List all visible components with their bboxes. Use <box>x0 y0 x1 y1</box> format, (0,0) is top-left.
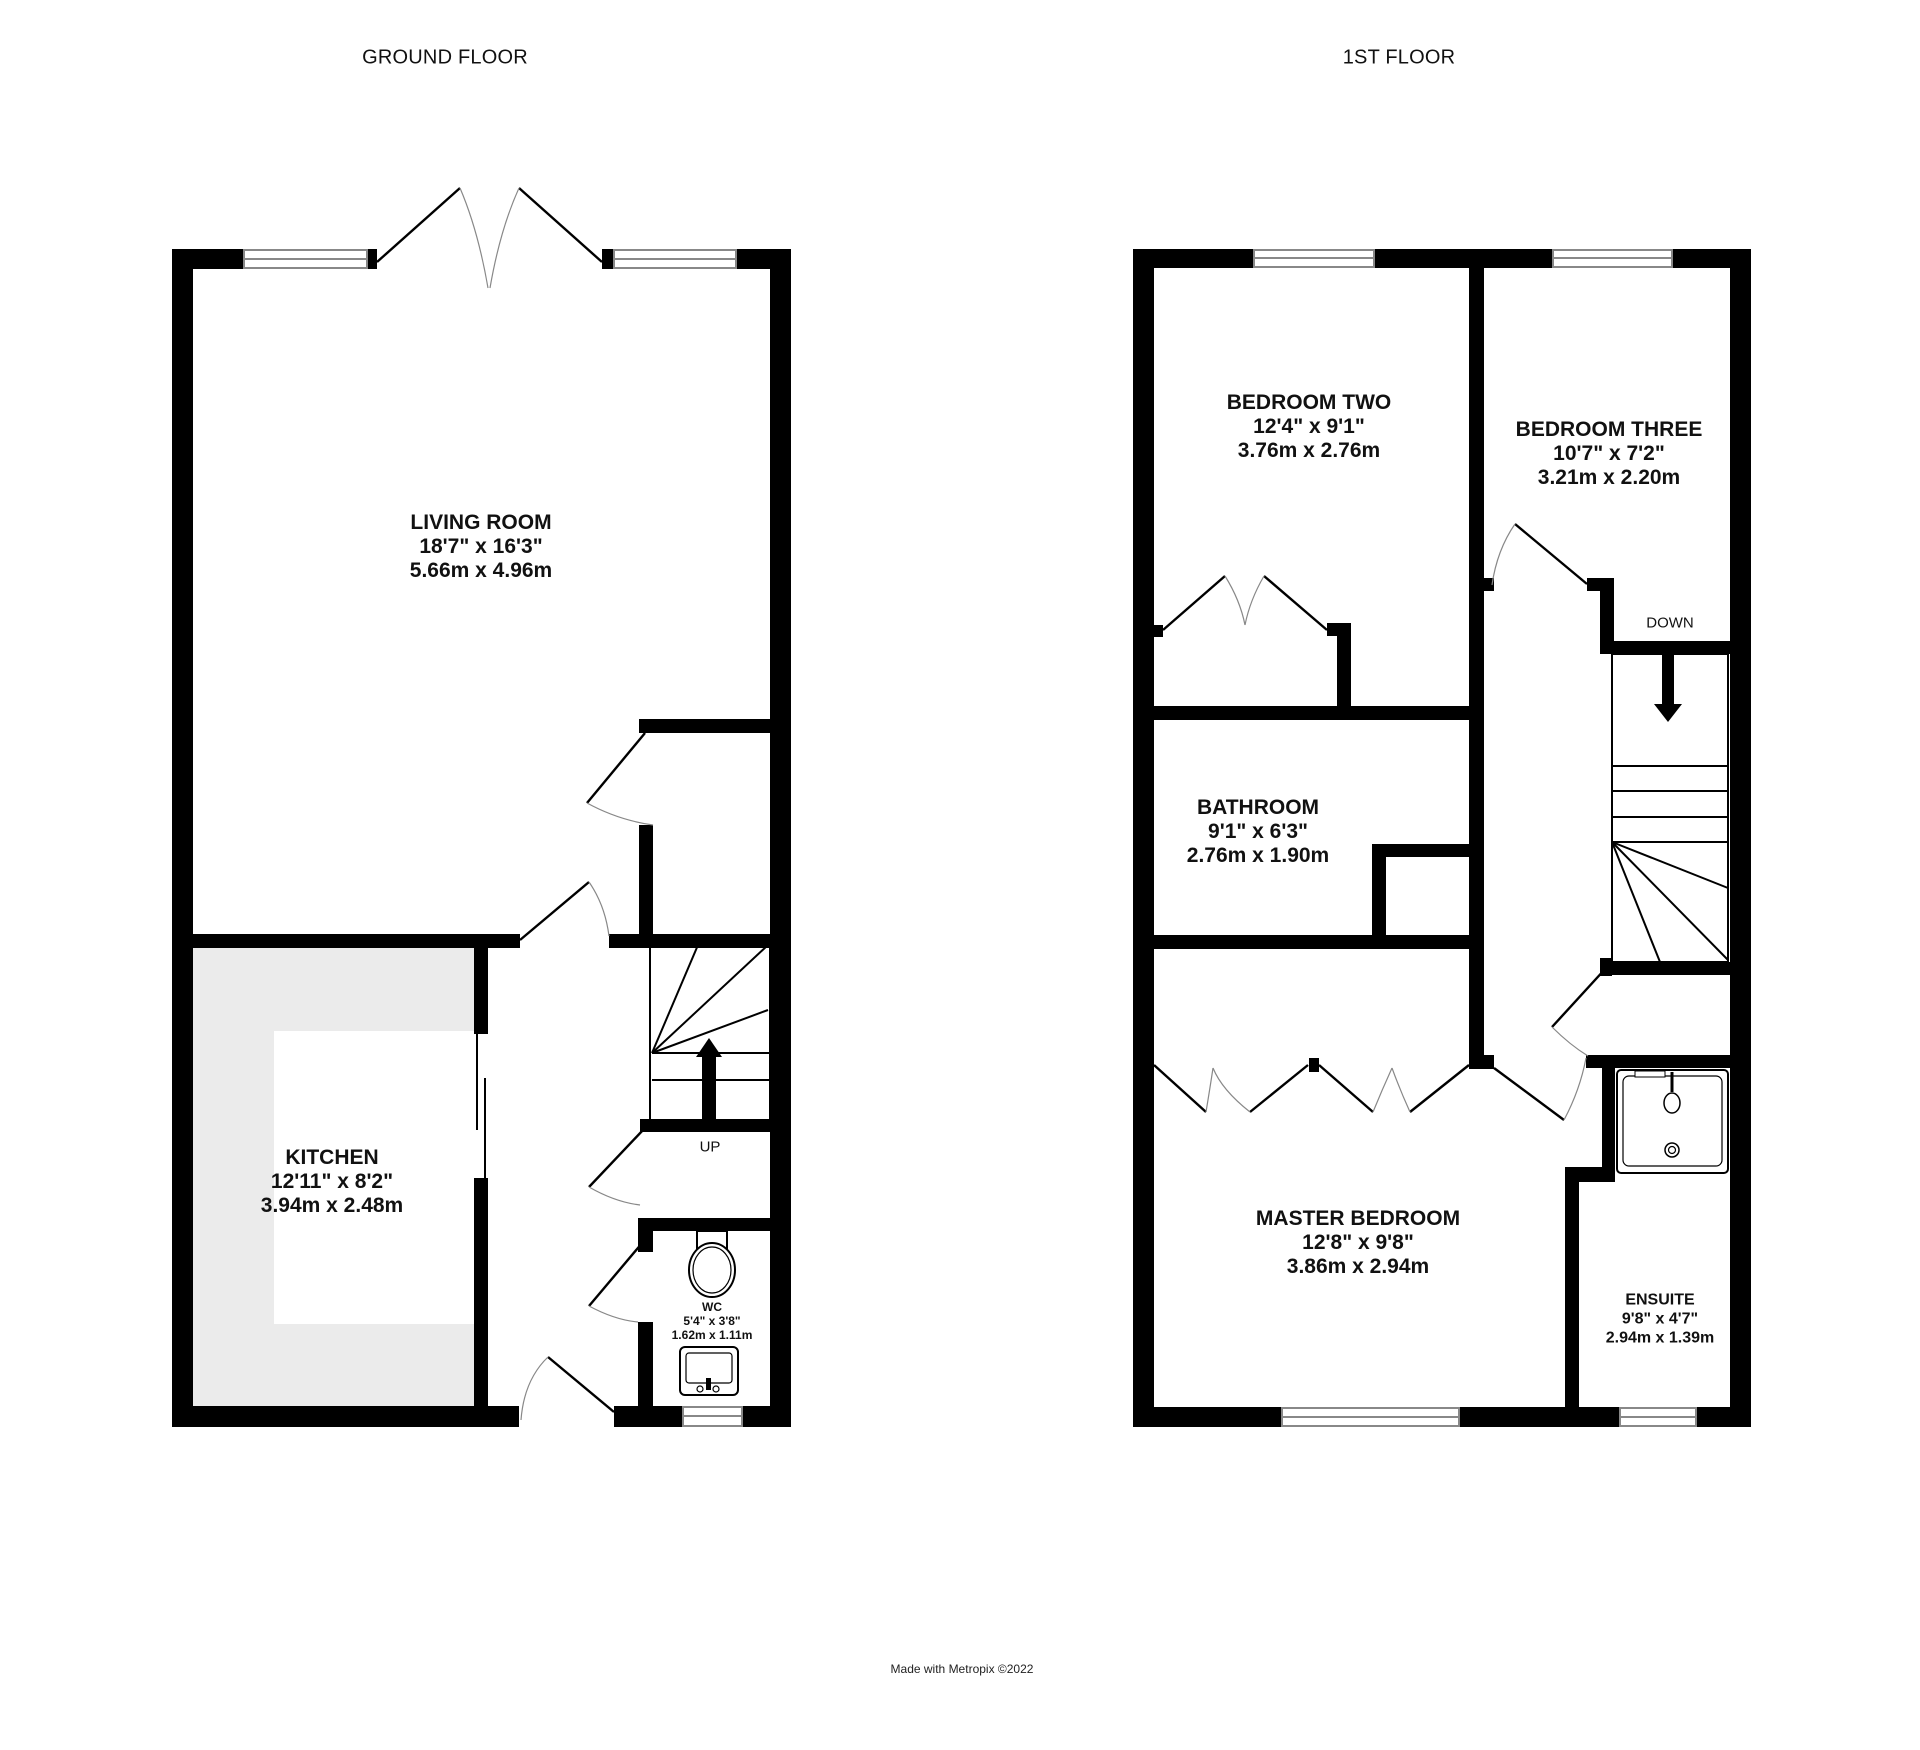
room-metric: 2.94m x 1.39m <box>1605 1329 1715 1347</box>
wc-fixtures <box>679 1230 739 1396</box>
room-metric: 3.21m x 2.20m <box>1537 466 1681 489</box>
ground-floor-stairs <box>649 943 771 1121</box>
room-metric: 3.94m x 2.48m <box>260 1194 404 1217</box>
room-label-bedroom-three: BEDROOM THREE 10'7" x 7'2" 3.21m x 2.20m <box>1516 418 1703 490</box>
stairs-up-label: UP <box>699 1138 721 1156</box>
first-floor-walls <box>1133 249 1751 1427</box>
first-floor-stairs <box>1611 653 1729 963</box>
room-name: WC <box>701 1300 722 1314</box>
room-label-wc: WC 5'4" x 3'8" 1.62m x 1.11m <box>672 1300 753 1342</box>
room-name: BEDROOM TWO <box>1226 391 1392 414</box>
room-metric: 1.62m x 1.11m <box>671 1328 753 1342</box>
room-name: BATHROOM <box>1196 796 1320 819</box>
room-imperial: 9'1" x 6'3" <box>1208 820 1308 843</box>
room-label-living-room: LIVING ROOM 18'7" x 16'3" 5.66m x 4.96m <box>410 511 552 583</box>
stairs-down-arrow-icon <box>1654 654 1682 722</box>
room-imperial: 12'8" x 9'8" <box>1302 1231 1414 1254</box>
kitchen-units <box>193 948 474 1407</box>
toilet-icon <box>688 1230 736 1298</box>
ground-floor-plan <box>172 187 791 1427</box>
ground-floor-windows <box>243 249 743 1427</box>
first-floor-title: 1ST FLOOR <box>1342 46 1456 69</box>
room-metric: 2.76m x 1.90m <box>1186 844 1330 867</box>
room-metric: 5.66m x 4.96m <box>409 559 553 582</box>
room-name: MASTER BEDROOM <box>1255 1207 1461 1230</box>
room-metric: 3.86m x 2.94m <box>1286 1255 1430 1278</box>
room-name: ENSUITE <box>1625 1291 1695 1309</box>
ground-floor-doors <box>376 187 654 1421</box>
ensuite-shower-icon <box>1616 1069 1729 1174</box>
room-imperial: 12'4" x 9'1" <box>1253 415 1365 438</box>
room-name: LIVING ROOM <box>410 511 552 534</box>
room-imperial: 12'11" x 8'2" <box>270 1170 394 1193</box>
first-floor-plan <box>1133 249 1751 1427</box>
first-floor-windows <box>1253 249 1697 1427</box>
room-label-bedroom-two: BEDROOM TWO 12'4" x 9'1" 3.76m x 2.76m <box>1227 391 1391 463</box>
room-name: KITCHEN <box>285 1146 379 1169</box>
room-label-bathroom: BATHROOM 9'1" x 6'3" 2.76m x 1.90m <box>1187 796 1329 868</box>
room-metric: 3.76m x 2.76m <box>1237 439 1381 462</box>
room-name: BEDROOM THREE <box>1515 418 1703 441</box>
footer-credit: Made with Metropix ©2022 <box>890 1662 1034 1676</box>
room-label-ensuite: ENSUITE 9'8" x 4'7" 2.94m x 1.39m <box>1606 1291 1715 1348</box>
room-label-master-bedroom: MASTER BEDROOM 12'8" x 9'8" 3.86m x 2.94… <box>1256 1207 1460 1279</box>
first-floor-doors <box>1153 523 1607 1121</box>
ground-floor-title: GROUND FLOOR <box>362 46 528 69</box>
room-imperial: 10'7" x 7'2" <box>1553 442 1665 465</box>
room-imperial: 5'4" x 3'8" <box>683 1314 741 1328</box>
basin-icon <box>679 1346 739 1396</box>
stairs-down-label: DOWN <box>1646 614 1694 632</box>
stairs-up-arrow-icon <box>696 1038 722 1120</box>
room-imperial: 9'8" x 4'7" <box>1621 1310 1699 1328</box>
room-imperial: 18'7" x 16'3" <box>419 535 543 558</box>
room-label-kitchen: KITCHEN 12'11" x 8'2" 3.94m x 2.48m <box>261 1146 403 1218</box>
